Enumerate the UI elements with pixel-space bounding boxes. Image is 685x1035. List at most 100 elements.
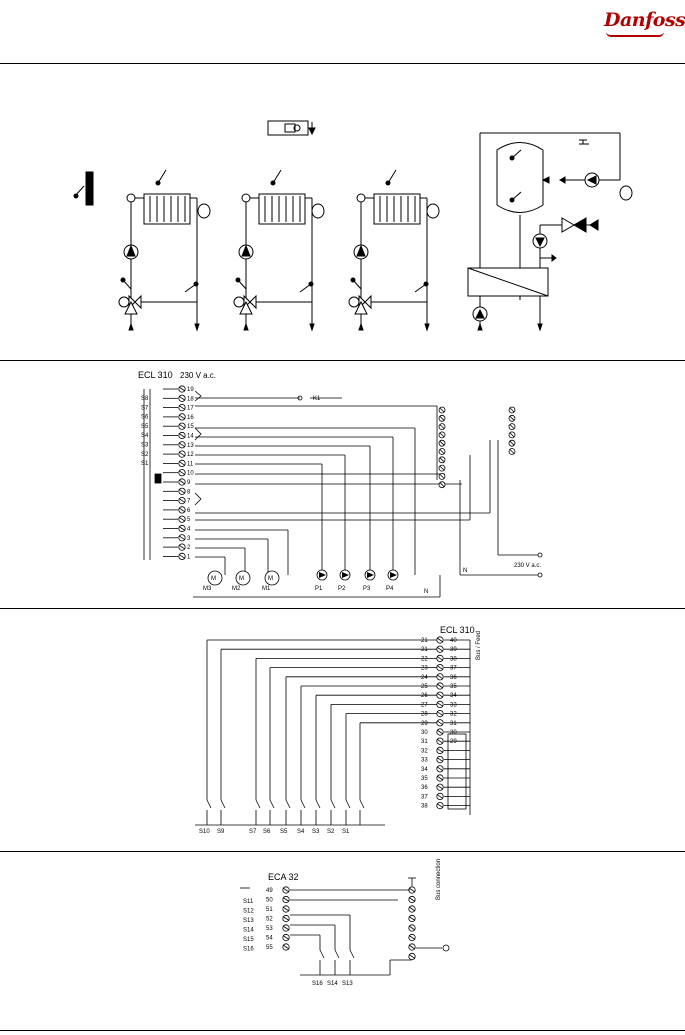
eca-terminal-number: 53 <box>266 926 273 932</box>
wiring-terminal-number: 5 <box>187 517 191 523</box>
eca-bus-terminal <box>408 924 416 932</box>
eca-input-label: S11 <box>243 899 254 905</box>
wiring-terminal-number: 4 <box>187 527 191 533</box>
sensor-terminal-number: 29 <box>421 721 428 727</box>
eca-terminal-number: 52 <box>266 917 273 923</box>
eca-bus-terminal <box>408 914 416 923</box>
wiring-terminal <box>178 394 186 402</box>
actuator-label-3: M1 <box>262 586 271 592</box>
wiring-terminal <box>178 450 186 458</box>
sensor-terminal <box>436 737 444 745</box>
eca-bus-terminal <box>408 905 416 913</box>
wiring-terminal <box>178 459 186 467</box>
wall-hatch <box>85 171 94 206</box>
sensor-terminal-number-right: 35 <box>450 684 457 690</box>
wiring-terminal <box>178 478 186 486</box>
svg-text:M: M <box>268 576 273 582</box>
sensor-terminal <box>436 774 444 782</box>
wiring-controller-label: ECL 310 <box>138 370 173 380</box>
pump-label-4: P4 <box>386 586 394 592</box>
svg-text:M: M <box>211 576 216 582</box>
sensor-terminal-number-right: 37 <box>450 666 457 672</box>
eca-bus-terminal <box>408 886 416 894</box>
eca-input-label: S16 <box>243 947 254 953</box>
sensor-terminal <box>436 728 444 736</box>
wiring-terminal <box>178 543 186 551</box>
sensor-bottom-label: S5 <box>280 829 288 835</box>
neutral-label-2: N <box>463 568 467 574</box>
sensor-terminal-number-right: 34 <box>450 693 457 699</box>
room-panel-icon <box>267 120 309 136</box>
wiring-sensor-label: S1 <box>141 461 149 467</box>
wiring-terminal-number: 15 <box>187 424 194 430</box>
eca-input-label: S14 <box>243 928 254 934</box>
eca-terminal <box>282 924 290 932</box>
wiring-terminal-number: 9 <box>187 480 191 486</box>
eca-bus-terminal <box>408 952 416 961</box>
sensor-bottom-label: S3 <box>312 829 320 835</box>
wiring-terminal-number: 19 <box>187 387 194 393</box>
wiring-terminal <box>178 469 186 477</box>
eca-terminal-number: 55 <box>266 945 273 951</box>
eca-bottom-label: S16 <box>312 981 323 987</box>
wiring-terminal-number: 18 <box>187 396 194 402</box>
sensor-terminal-number: 23 <box>421 666 428 672</box>
divider-2 <box>0 608 685 609</box>
eca-terminal-number: 54 <box>266 936 273 942</box>
eca-terminal-number: 51 <box>266 907 273 913</box>
sensor-bottom-label: S9 <box>217 829 225 835</box>
eca-terminal <box>282 886 290 894</box>
wiring-terminal-number: 6 <box>187 508 191 514</box>
pump-label-2: P2 <box>338 586 346 592</box>
sensor-terminal <box>436 765 444 773</box>
wiring-terminal-number: 11 <box>187 461 194 467</box>
heating-circuit-3 <box>348 169 440 332</box>
sensor-terminal <box>436 746 444 755</box>
eca-input-label: S15 <box>243 937 254 943</box>
wiring-supply-label: 230 V a.c. <box>180 371 216 380</box>
sensor-terminal-number: 30 <box>421 730 428 736</box>
sensor-controller-label: ECL 310 <box>440 625 475 635</box>
brand-logo: Danfoss <box>600 6 685 40</box>
sensor-terminal-number-right: 31 <box>450 721 457 727</box>
sensor-terminal <box>436 801 444 810</box>
wiring-terminal <box>178 385 186 393</box>
wiring-terminal <box>178 413 186 421</box>
sensor-terminal-number-right: 32 <box>450 712 457 718</box>
sensor-terminal-number: 22 <box>421 656 428 662</box>
sensor-terminal <box>436 755 444 764</box>
sensor-terminal-number: 35 <box>421 776 428 782</box>
eca-model-label: ECA 32 <box>268 872 299 882</box>
divider-1 <box>0 360 685 361</box>
sensor-terminal-number: 31 <box>421 739 428 745</box>
sensor-bottom-label: S1 <box>342 829 350 835</box>
sensor-terminal-number-right: 40 <box>450 638 457 644</box>
eca-bottom-label: S13 <box>342 981 353 987</box>
wiring-terminal-number: 3 <box>187 536 191 542</box>
dhw-system <box>467 132 633 332</box>
divider-header <box>0 63 685 64</box>
sensor-terminal-number: 21 <box>421 647 428 653</box>
wiring-terminal <box>178 552 186 561</box>
wiring-terminal-number: 1 <box>187 554 191 560</box>
eca-input-label: S13 <box>243 918 254 924</box>
sensor-terminal-number: 33 <box>421 758 428 764</box>
heating-circuit-2 <box>233 169 325 332</box>
wiring-sensor-label: S2 <box>141 452 149 458</box>
svg-text:M: M <box>239 576 244 582</box>
wiring-sensor-label: S3 <box>141 443 149 449</box>
wiring-terminal <box>178 534 186 542</box>
heating-circuit-1 <box>118 169 211 332</box>
sensor-terminal-number: 34 <box>421 767 428 773</box>
sensor-terminal-number: 28 <box>421 712 428 718</box>
sensor-terminal-number-right: 30 <box>450 730 457 736</box>
sensor-terminal-number-right: 38 <box>450 656 457 662</box>
power-wiring-diagram: ECL 310 230 V a.c. 191817161514131211109… <box>138 370 543 598</box>
pump-label-3: P3 <box>363 586 371 592</box>
divider-3 <box>0 851 685 852</box>
brand-swoosh <box>606 32 664 37</box>
eca-terminal <box>282 895 290 904</box>
wiring-terminal-number: 7 <box>187 499 191 505</box>
sensor-terminal-number: 26 <box>421 693 428 699</box>
